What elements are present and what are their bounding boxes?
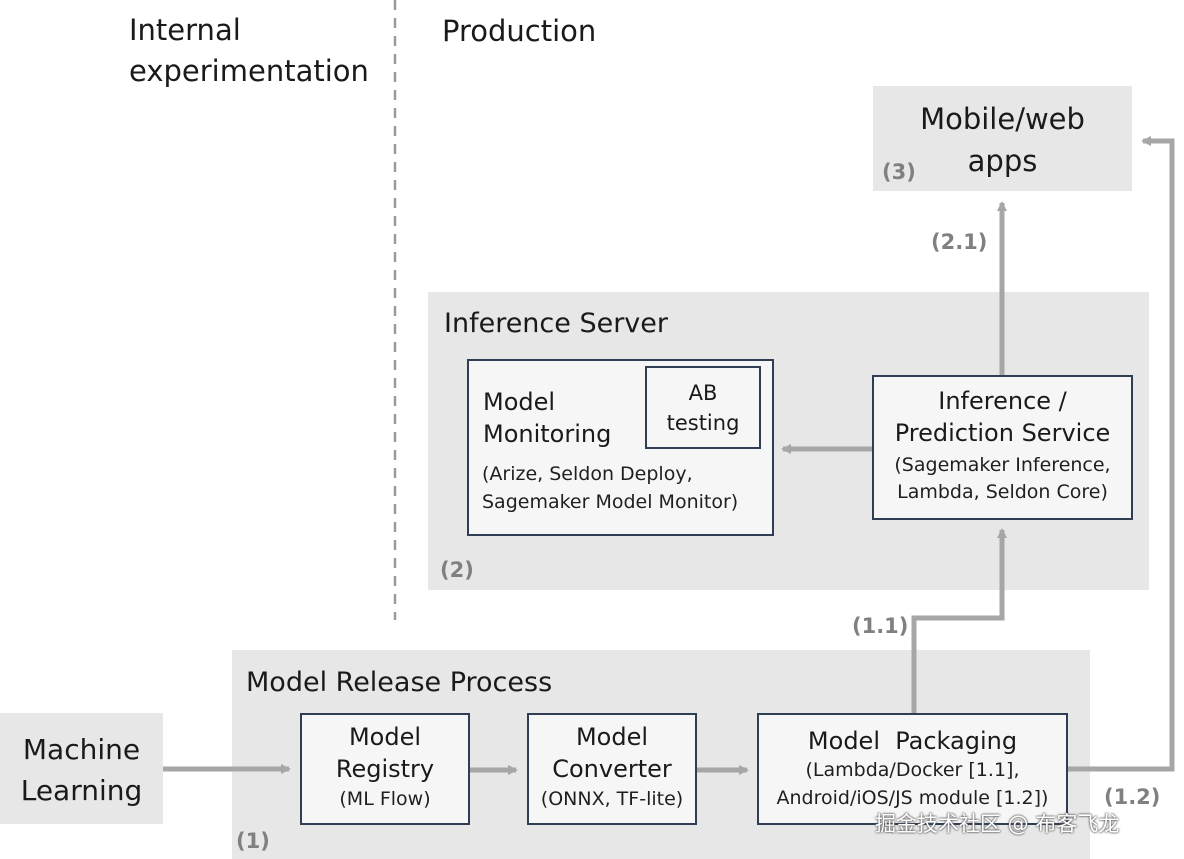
edge-label-2-1: (2.1) [931, 230, 988, 254]
machine-learning-panel [0, 713, 163, 824]
model-registry-tools: (ML Flow) [339, 787, 431, 810]
machine-learning-title: Machine Learning [0, 729, 163, 811]
prediction-service-title: Inference / Prediction Service [874, 385, 1131, 450]
prediction-title-line2: Prediction Service [894, 419, 1111, 448]
model-release-process-title: Model Release Process [246, 667, 553, 698]
mobile-number-label: (3) [882, 160, 916, 184]
model-monitoring-tools: (Arize, Seldon Deploy, Sagemaker Model M… [482, 461, 738, 516]
production-label: Production [442, 14, 597, 48]
model-registry-title: Model Registry [302, 721, 468, 786]
internal-label-line2: experimentation [129, 54, 369, 88]
mobile-web-apps-title: Mobile/web apps [873, 98, 1132, 182]
internal-label-line1: Internal [129, 13, 241, 47]
model-registry-box: Model Registry (ML Flow) [300, 713, 470, 825]
monitoring-title-line2: Monitoring [483, 420, 612, 449]
model-monitoring-title: Model Monitoring [483, 386, 611, 451]
ml-title-line1: Machine [22, 733, 141, 766]
monitoring-title-line1: Model [483, 388, 556, 416]
edge-label-1-2: (1.2) [1104, 785, 1161, 809]
mobile-title-line1: Mobile/web [920, 102, 1085, 136]
prediction-service-tools: (Sagemaker Inference, Lambda, Seldon Cor… [874, 452, 1131, 507]
monitoring-tools-line1: (Arize, Seldon Deploy, [482, 463, 693, 485]
internal-experimentation-label: Internal experimentation [129, 10, 369, 92]
ab-testing-line1: AB [688, 381, 718, 405]
inference-prediction-service-box: Inference / Prediction Service (Sagemake… [872, 375, 1133, 520]
inference-server-title: Inference Server [444, 308, 669, 339]
model-packaging-title: Model Packaging [807, 727, 1018, 755]
edge-label-1-1: (1.1) [852, 614, 909, 638]
prediction-tools-line2: Lambda, Seldon Core) [897, 481, 1108, 504]
ab-testing-line2: testing [666, 411, 740, 435]
packaging-tools-line1: (Lambda/Docker [1.1], [805, 759, 1020, 782]
prediction-title-line1: Inference / [938, 387, 1067, 415]
model-packaging-box: Model Packaging (Lambda/Docker [1.1], An… [757, 713, 1068, 825]
mobile-web-apps-panel [873, 86, 1132, 191]
model-converter-title: Model Converter [529, 721, 695, 786]
model-packaging-tools: (Lambda/Docker [1.1], Android/iOS/JS mod… [759, 757, 1066, 812]
arrow-1-2 [1068, 136, 1175, 772]
converter-title-line2: Converter [552, 755, 672, 784]
mobile-title-line2: apps [967, 144, 1038, 178]
converter-title-line1: Model [575, 723, 649, 751]
ml-title-line2: Learning [20, 774, 143, 807]
registry-title-line2: Registry [335, 755, 435, 784]
model-converter-tools: (ONNX, TF-lite) [540, 787, 684, 810]
registry-title-line1: Model [348, 723, 422, 751]
inference-server-number-label: (2) [440, 558, 474, 582]
arrow-1-1 [911, 528, 1007, 713]
monitoring-tools-line2: Sagemaker Model Monitor) [482, 490, 739, 513]
packaging-tools-line2: Android/iOS/JS module [1.2]) [776, 786, 1049, 809]
model-converter-box: Model Converter (ONNX, TF-lite) [527, 713, 697, 825]
ab-testing-box: AB testing [645, 366, 761, 449]
model-release-number-label: (1) [236, 829, 270, 853]
prediction-tools-line1: (Sagemaker Inference, [894, 453, 1111, 476]
watermark-text: 掘金技术社区 @ 布客飞龙 [875, 812, 1120, 836]
